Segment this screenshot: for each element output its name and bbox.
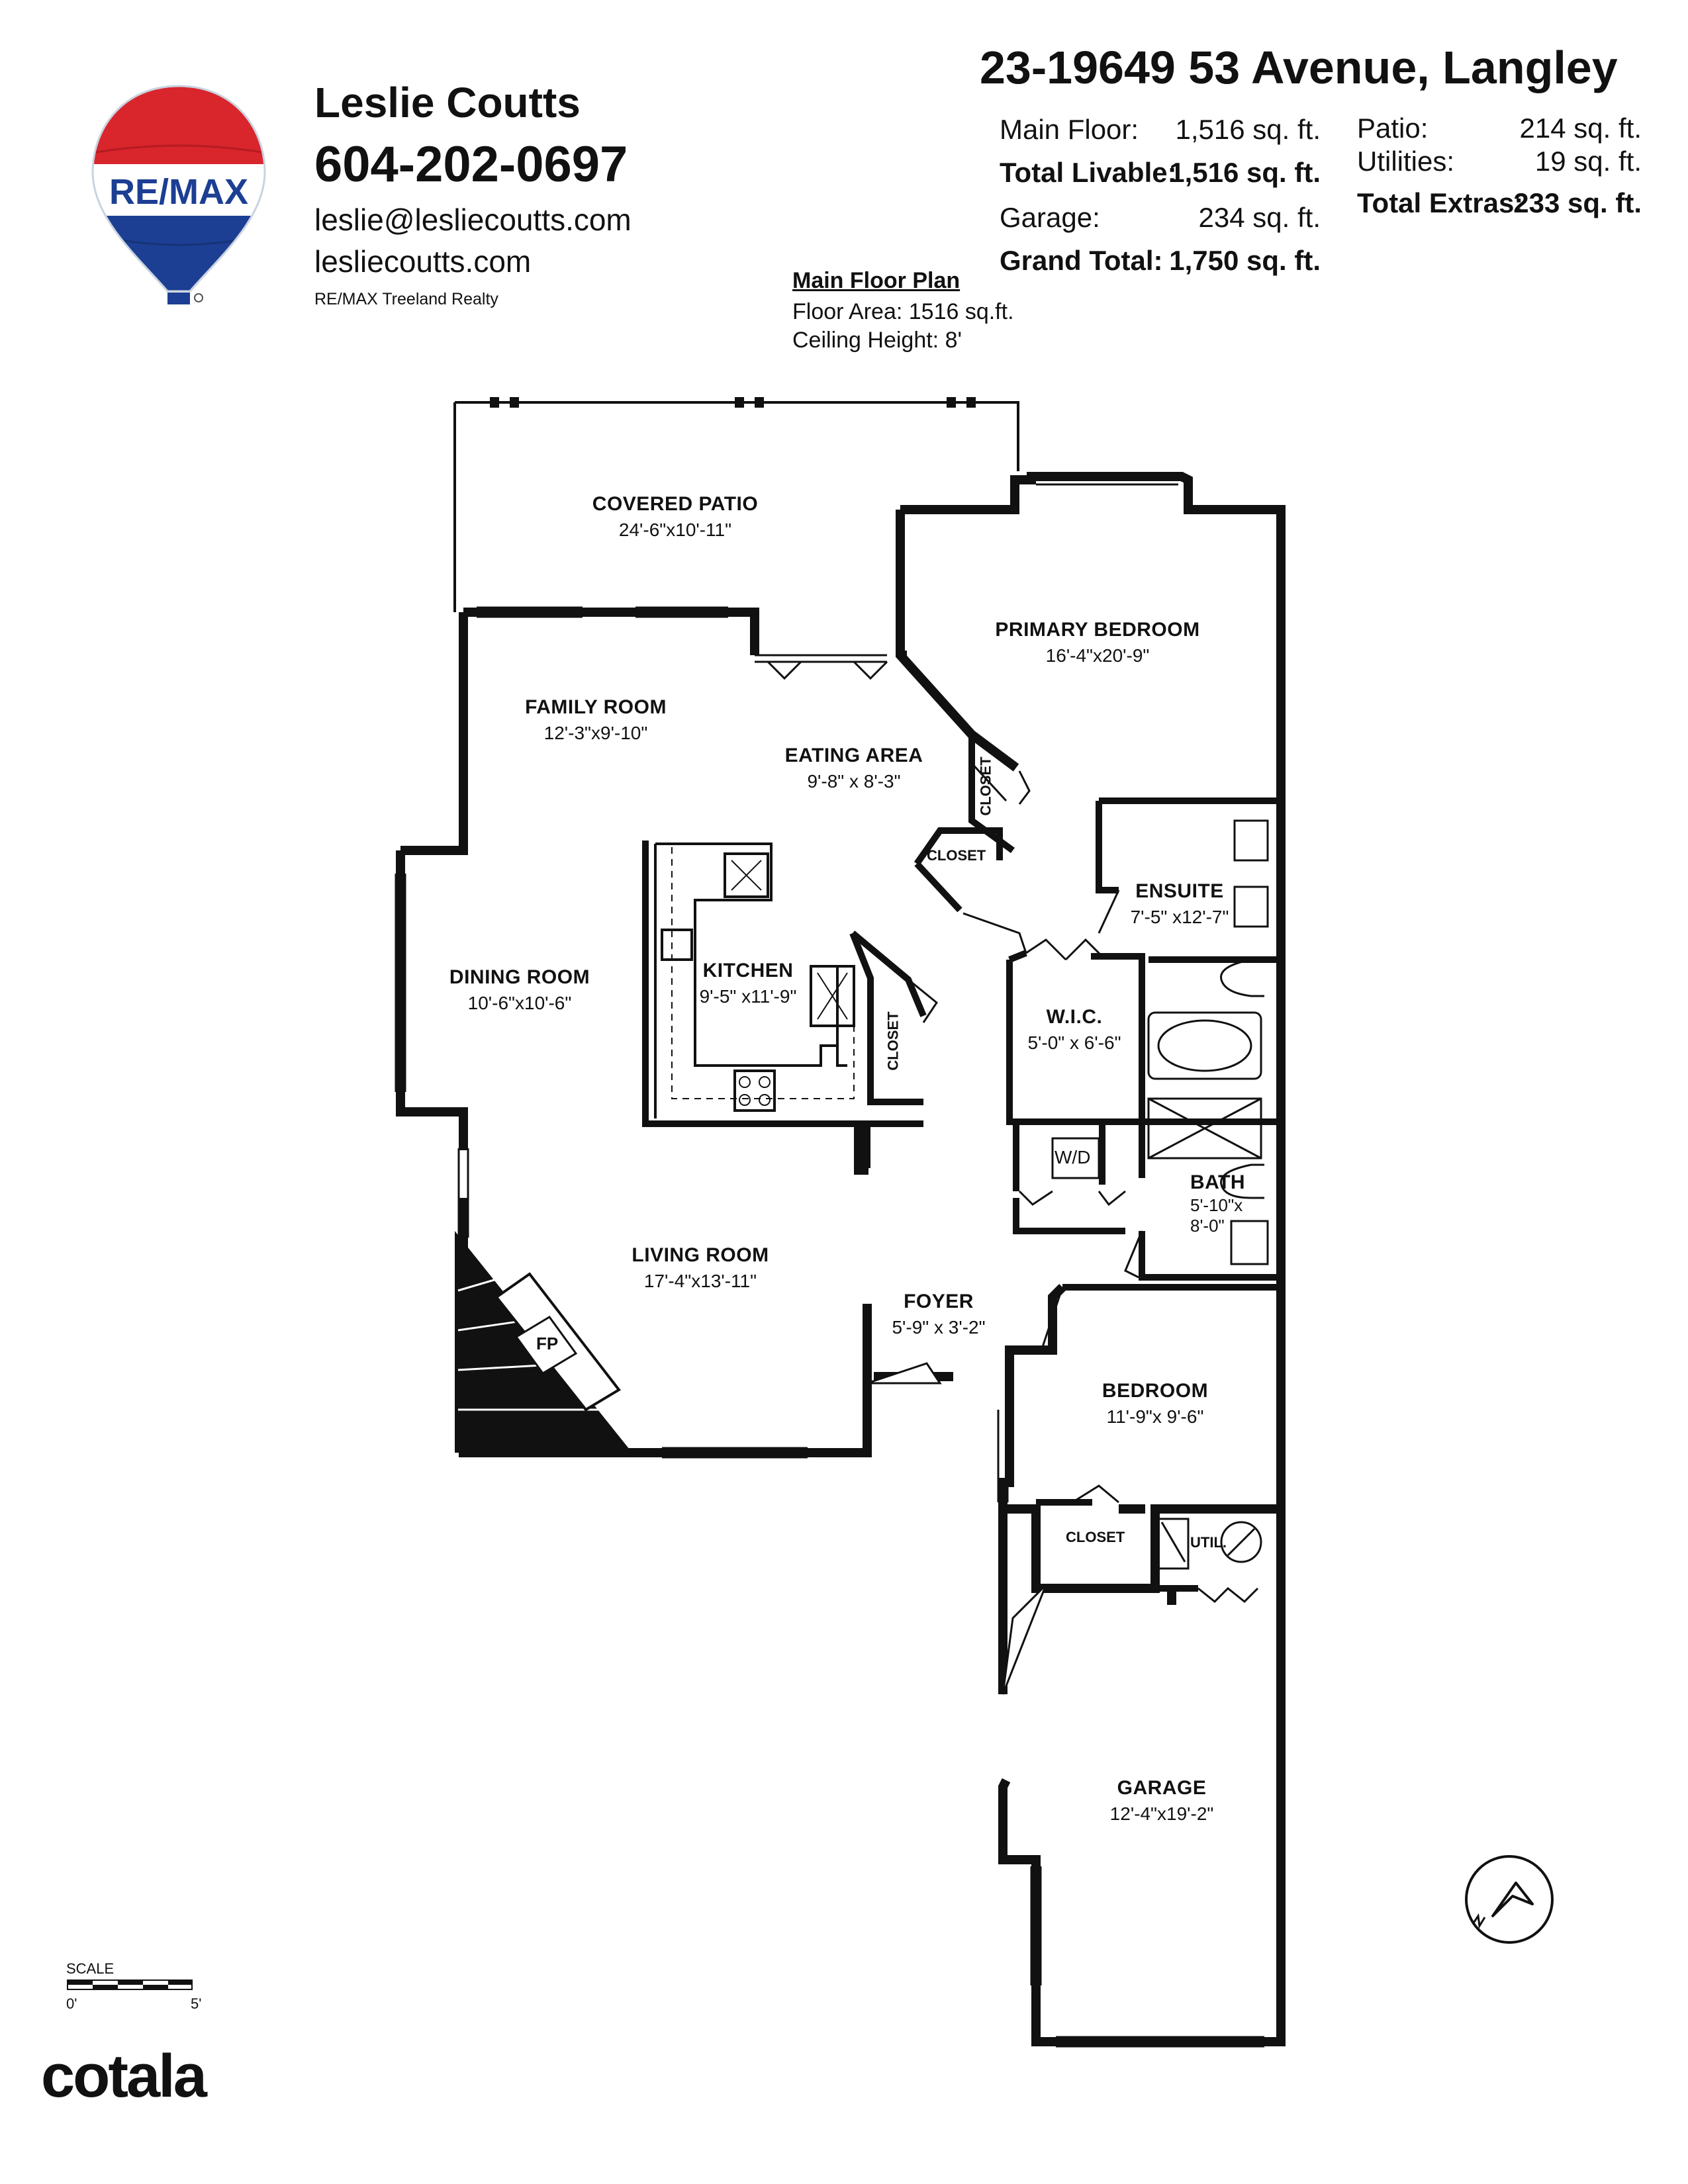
room-covered-patio: COVERED PATIO 24'-6"x10'-11" xyxy=(592,493,758,541)
remax-logo-text: RE/MAX xyxy=(109,172,248,212)
room-bedroom-name: BEDROOM xyxy=(1102,1380,1209,1402)
scale-five: 5' xyxy=(191,1995,202,2012)
area-total-livable: Total Livable: 1,516 sq. ft. xyxy=(1000,157,1321,190)
room-eating-area-name: EATING AREA xyxy=(784,745,923,766)
room-kitchen-dims: 9'-5" x11'-9" xyxy=(699,986,797,1007)
closet-label-bedroom: CLOSET xyxy=(1066,1529,1125,1545)
room-foyer: FOYER 5'-9" x 3'-2" xyxy=(892,1291,985,1338)
room-living-room-name: LIVING ROOM xyxy=(632,1244,769,1266)
remax-balloon-icon: RE/MAX xyxy=(91,85,266,304)
room-bedroom: BEDROOM 11'-9"x 9'-6" xyxy=(1102,1380,1208,1428)
plan-title: Main Floor Plan xyxy=(792,268,961,293)
cotala-logo: cotala xyxy=(41,2042,207,2110)
plan-floor-area: Floor Area: 1516 sq.ft. xyxy=(792,299,1014,324)
ensuite-fixtures xyxy=(1051,819,1269,1265)
area-total-livable-label: Total Livable: xyxy=(1000,157,1177,188)
area-garage-label: Garage: xyxy=(1000,202,1100,233)
room-ensuite-name: ENSUITE xyxy=(1135,880,1224,902)
area-total-extras: Total Extras: 233 sq. ft. xyxy=(1357,187,1642,220)
room-dining-room-dims: 10'-6"x10'-6" xyxy=(467,993,572,1013)
room-ensuite: ENSUITE 7'-5" x12'-7" xyxy=(1131,880,1229,928)
room-eating-area-dims: 9'-8" x 8'-3" xyxy=(807,771,901,792)
room-bath-name: BATH xyxy=(1190,1171,1246,1193)
area-total-livable-value: 1,516 sq. ft. xyxy=(1169,157,1321,188)
room-dining-room: DINING ROOM 10'-6"x10'-6" xyxy=(449,966,590,1014)
util-label: UTIL. xyxy=(1190,1534,1227,1551)
room-covered-patio-dims: 24'-6"x10'-11" xyxy=(618,520,732,540)
kitchen-counter xyxy=(654,842,855,1118)
covered-patio-outline xyxy=(453,401,1019,612)
interior-walls xyxy=(642,735,1281,1592)
room-foyer-name: FOYER xyxy=(904,1291,974,1312)
room-ensuite-dims: 7'-5" x12'-7" xyxy=(1130,907,1229,927)
area-utilities: Utilities: 19 sq. ft. xyxy=(1357,146,1642,179)
agent-website[interactable]: lesliecoutts.com xyxy=(314,244,532,279)
wd-label: W/D xyxy=(1055,1147,1091,1167)
scale-zero: 0' xyxy=(66,1995,77,2012)
room-kitchen-name: KITCHEN xyxy=(702,960,794,981)
listing-address: 23-19649 53 Avenue, Langley xyxy=(980,42,1618,93)
room-bath: BATH 5'-10"x 8'-0" xyxy=(1190,1171,1250,1236)
agent-email[interactable]: leslie@lesliecoutts.com xyxy=(314,203,632,237)
scale-bar xyxy=(67,1979,193,1990)
area-garage-value: 234 sq. ft. xyxy=(1198,202,1321,233)
fp-label: FP xyxy=(536,1334,559,1353)
room-foyer-dims: 5'-9" x 3'-2" xyxy=(892,1317,986,1338)
room-eating-area: EATING AREA 9'-8" x 8'-3" xyxy=(785,745,923,792)
doors xyxy=(767,660,1259,1695)
compass-icon xyxy=(1465,1855,1554,1944)
room-garage-dims: 12'-4"x19'-2" xyxy=(1109,1803,1214,1824)
room-garage-name: GARAGE xyxy=(1117,1777,1207,1799)
agent-name: Leslie Coutts xyxy=(314,79,581,126)
agent-office: RE/MAX Treeland Realty xyxy=(314,290,498,308)
room-family-room-name: FAMILY ROOM xyxy=(525,696,667,718)
area-patio-value: 214 sq. ft. xyxy=(1519,113,1642,144)
room-primary-bedroom: PRIMARY BEDROOM 16'-4"x20'-9" xyxy=(995,619,1199,666)
room-wic-dims: 5'-0" x 6'-6" xyxy=(1027,1032,1121,1053)
area-grand-total: Grand Total: 1,750 sq. ft. xyxy=(1000,245,1321,278)
closet-label-eating: CLOSET xyxy=(977,756,994,816)
area-main-floor-label: Main Floor: xyxy=(1000,114,1139,145)
room-family-room-dims: 12'-3"x9'-10" xyxy=(543,723,648,743)
room-living-room: LIVING ROOM 17'-4"x13'-11" xyxy=(632,1244,769,1292)
room-wic-name: W.I.C. xyxy=(1046,1006,1103,1028)
area-utilities-value: 19 sq. ft. xyxy=(1534,146,1642,177)
area-total-extras-label: Total Extras: xyxy=(1357,187,1524,218)
closet-label-kitchen: CLOSET xyxy=(884,1011,902,1071)
room-kitchen: KITCHEN 9'-5" x11'-9" xyxy=(700,960,797,1007)
room-wic: W.I.C. 5'-0" x 6'-6" xyxy=(1027,1006,1121,1054)
room-covered-patio-name: COVERED PATIO xyxy=(592,493,759,515)
area-grand-total-value: 1,750 sq. ft. xyxy=(1169,245,1321,276)
plan-ceiling-height: Ceiling Height: 8' xyxy=(792,328,962,353)
room-primary-bedroom-dims: 16'-4"x20'-9" xyxy=(1045,645,1150,666)
area-total-extras-value: 233 sq. ft. xyxy=(1513,187,1642,218)
scale-label: SCALE xyxy=(66,1960,115,1977)
area-main-floor: Main Floor: 1,516 sq. ft. xyxy=(1000,114,1321,147)
area-main-floor-value: 1,516 sq. ft. xyxy=(1175,114,1321,145)
windows xyxy=(395,475,1264,2048)
area-utilities-label: Utilities: xyxy=(1357,146,1455,177)
util-fixtures xyxy=(1157,1518,1262,1570)
area-grand-total-label: Grand Total: xyxy=(1000,245,1163,276)
room-bath-dims: 5'-10"x 8'-0" xyxy=(1190,1195,1243,1236)
room-garage: GARAGE 12'-4"x19'-2" xyxy=(1110,1777,1214,1825)
room-primary-bedroom-name: PRIMARY BEDROOM xyxy=(995,619,1200,641)
room-family-room: FAMILY ROOM 12'-3"x9'-10" xyxy=(525,696,667,744)
room-bedroom-dims: 11'-9"x 9'-6" xyxy=(1106,1406,1204,1427)
area-patio-label: Patio: xyxy=(1357,113,1429,144)
closet-label-pantry: CLOSET xyxy=(927,847,986,864)
area-garage: Garage: 234 sq. ft. xyxy=(1000,202,1321,235)
agent-phone[interactable]: 604-202-0697 xyxy=(314,136,628,193)
area-patio: Patio: 214 sq. ft. xyxy=(1357,113,1642,146)
room-dining-room-name: DINING ROOM xyxy=(449,966,590,988)
room-living-room-dims: 17'-4"x13'-11" xyxy=(643,1271,757,1291)
